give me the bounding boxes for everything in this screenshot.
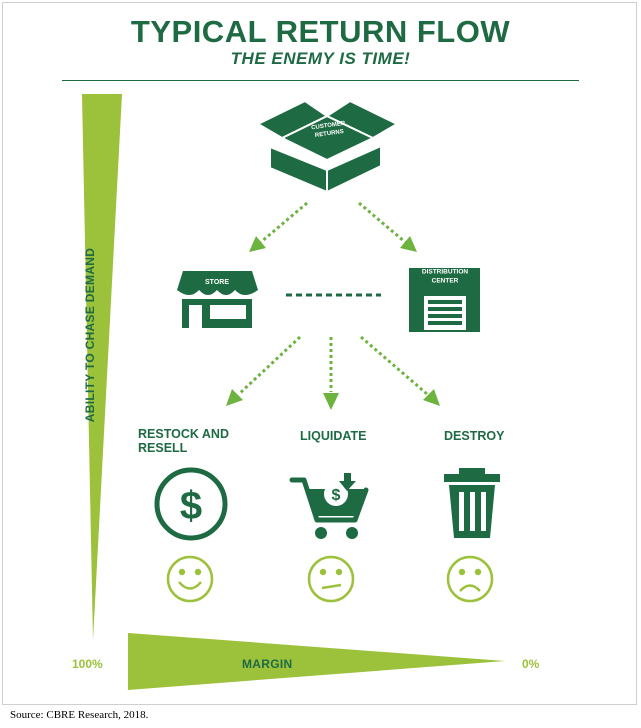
outcome-label-liquidate: LIQUIDATE [300,429,367,443]
demand-wedge [82,94,122,640]
arrow-head-to-store [249,236,266,252]
title-divider [62,80,579,81]
arrow-head-to-restock [226,389,243,406]
margin-axis-label: MARGIN [242,657,293,671]
trash-can-icon [444,468,500,538]
dollar-coin-icon: $ [154,467,228,541]
box-label: CUSTOMERRETURNS [311,121,348,140]
shopping-cart-icon: $ [289,473,369,539]
outcome-label-destroy: DESTROY [444,429,505,443]
margin-right-value: 0% [522,657,540,671]
warehouse-icon [409,268,480,332]
happy-face-icon [166,555,214,603]
page-title: TYPICAL RETURN FLOW [130,14,511,49]
box-icon [257,100,398,193]
page-subtitle: THE ENEMY IS TIME! [230,49,411,68]
margin-wedge [128,633,505,690]
svg-text:$: $ [332,487,341,504]
arrow-head-to-destroy [423,389,440,406]
flow-arrows-bottom [237,335,428,396]
svg-text:$: $ [180,484,202,528]
demand-axis-label: ABILITY TO CHASE DEMAND [83,247,97,423]
diagram-frame [2,2,637,705]
margin-left-value: 100% [72,657,103,671]
store-sign-label: STORE [205,279,229,286]
neutral-face-icon [307,555,355,603]
sad-face-icon [446,555,494,603]
source-note: Source: CBRE Research, 2018. [10,709,149,721]
flow-arrows-top [260,201,406,244]
outcome-label-restock: RESTOCK AND RESELL [138,427,229,455]
store-icon [177,271,258,328]
arrow-head-to-liquidate [323,393,339,410]
arrow-head-to-dc [400,236,417,252]
